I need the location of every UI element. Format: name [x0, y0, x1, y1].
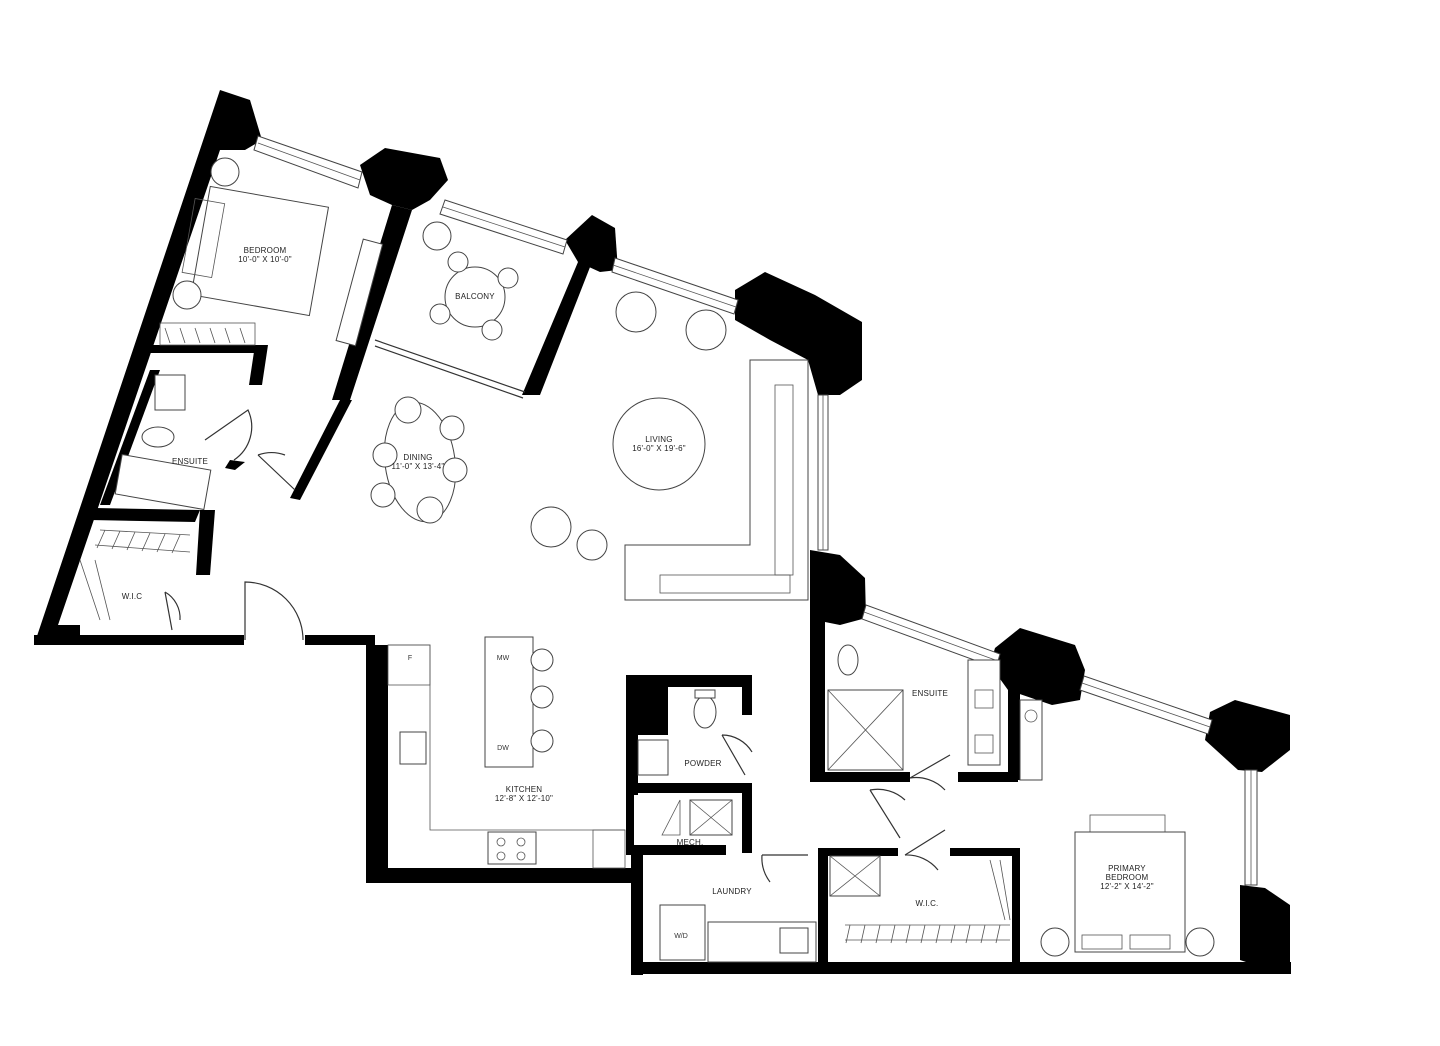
fixture-dishwasher-label: DW [497, 745, 509, 752]
room-label-living: LIVING [645, 435, 672, 444]
exterior-walls [34, 90, 1291, 975]
fixture-washer-dryer-label: W/D [674, 933, 688, 940]
room-label-dining: DINING [403, 453, 432, 462]
room-labels: BEDROOM 10'-0" X 10'-0" BALCONY DINING 1… [122, 246, 1154, 908]
furniture [114, 157, 809, 753]
room-label-ensuite-left: ENSUITE [172, 457, 208, 466]
room-label-primary-bedroom-2: BEDROOM [1106, 873, 1149, 882]
room-label-wic-right: W.I.C. [916, 899, 939, 908]
fixture-fridge-label: F [408, 655, 412, 662]
room-label-bedroom: BEDROOM [244, 246, 287, 255]
room-dims-living: 16'-0" X 19'-6" [632, 444, 686, 453]
room-dims-kitchen: 12'-8" X 12'-10" [495, 794, 553, 803]
room-label-kitchen: KITCHEN [506, 785, 543, 794]
fixture-microwave-label: MW [497, 655, 510, 662]
interior-lines [79, 322, 1215, 963]
room-dims-bedroom: 10'-0" X 10'-0" [238, 255, 292, 264]
room-label-wic-left: W.I.C [122, 592, 143, 601]
room-label-primary-bedroom: PRIMARY [1108, 864, 1146, 873]
room-label-balcony: BALCONY [455, 292, 495, 301]
fixture-labels: F MW DW W/D [408, 655, 688, 940]
room-label-mech: MECH. [677, 838, 704, 847]
room-label-ensuite-right: ENSUITE [912, 689, 948, 698]
room-dims-dining: 11'-0" X 13'-4" [392, 462, 445, 471]
room-dims-primary-bedroom: 12'-2" X 14'-2" [1100, 882, 1154, 891]
room-label-laundry: LAUNDRY [712, 887, 752, 896]
room-label-powder: POWDER [684, 759, 721, 768]
windows [253, 135, 1258, 886]
